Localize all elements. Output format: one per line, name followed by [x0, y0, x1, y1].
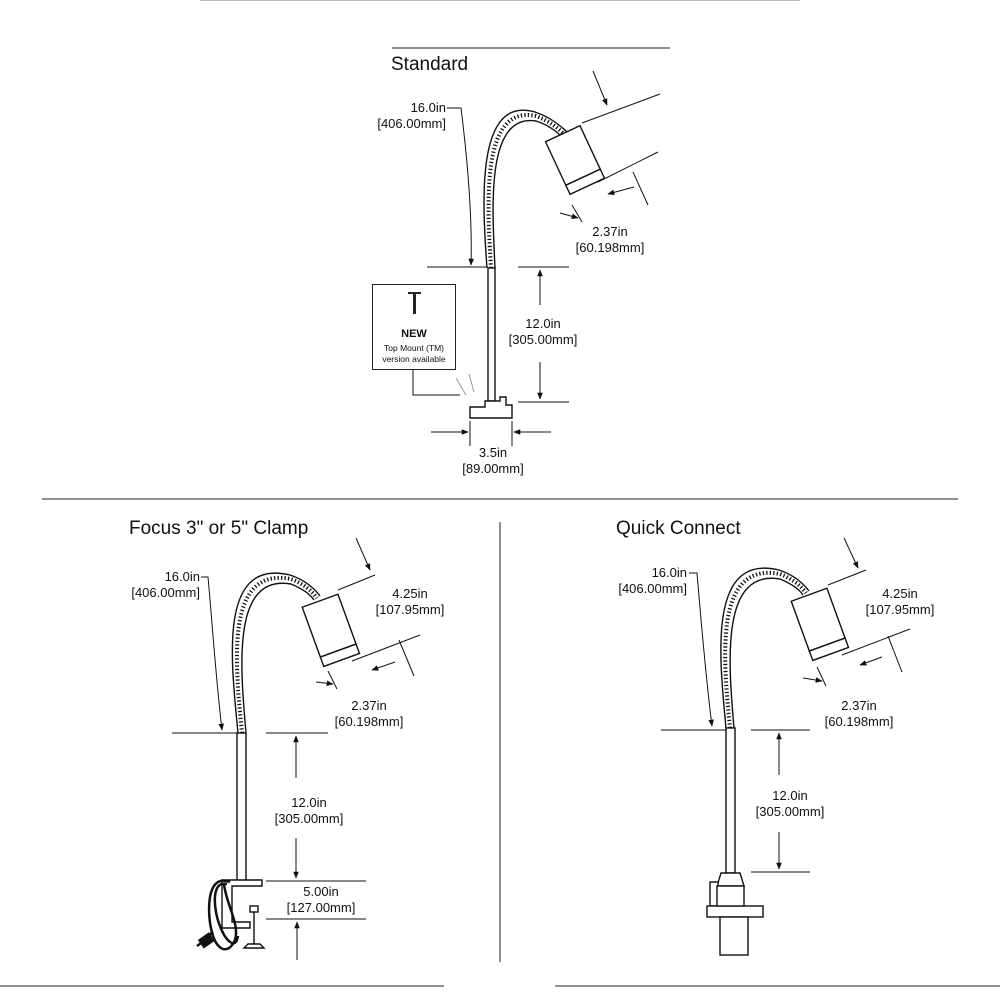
top-mount-callout: NEW Top Mount (TM) version available [372, 284, 456, 370]
standard-title: Standard [391, 54, 469, 75]
callout-line-1: Top Mount (TM) [384, 343, 444, 353]
quick-connect-dimension-lines [661, 537, 911, 873]
clamp-title: Focus 3" or 5" Clamp [129, 518, 309, 539]
qc-gooseneck-label: 16.0in[406.00mm] [618, 565, 687, 596]
clamp-stem-label: 12.0in[305.00mm] [274, 795, 344, 826]
qc-stem-label: 12.0in[305.00mm] [755, 788, 825, 819]
clamp-opening-label: 5.00in[127.00mm] [286, 884, 356, 915]
clamp-head-diameter-label: 2.37in[60.198mm] [334, 698, 404, 729]
clamp-lamp [196, 572, 361, 951]
qc-head-diameter-label: 2.37in[60.198mm] [824, 698, 894, 729]
standard-stem-label: 12.0in[305.00mm] [508, 316, 578, 347]
callout-line-2: version available [382, 354, 446, 364]
qc-head-length-label: 4.25in[107.95mm] [865, 586, 935, 617]
quick-connect-title: Quick Connect [616, 518, 741, 539]
quick-connect-lamp [706, 567, 850, 956]
standard-head-diameter-label: 2.37in[60.198mm] [575, 224, 645, 255]
clamp-dimension-lines [172, 537, 421, 960]
standard-base-label: 3.5in[89.00mm] [462, 445, 524, 476]
clamp-head-length-label: 4.25in[107.95mm] [375, 586, 445, 617]
clamp-gooseneck-label: 16.0in[406.00mm] [131, 569, 200, 600]
standard-dimension-lines [412, 70, 661, 446]
bolt-icon [413, 292, 416, 314]
standard-gooseneck-label: 16.0in[406.00mm] [377, 100, 446, 131]
standard-lamp [469, 109, 606, 419]
callout-title: NEW [401, 328, 427, 340]
